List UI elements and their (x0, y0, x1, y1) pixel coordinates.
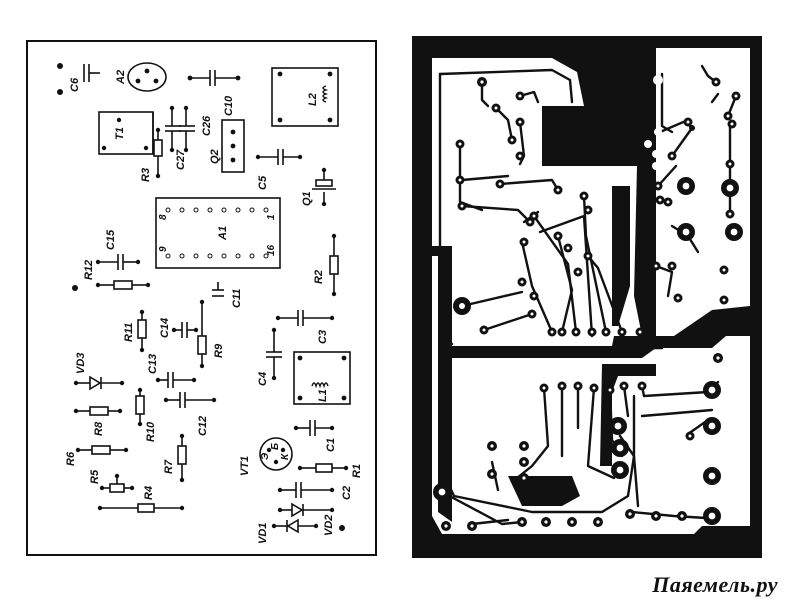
label-c1: C1 (325, 438, 337, 452)
r3-resistor (153, 130, 163, 176)
l2-coil (271, 67, 339, 127)
label-q1: Q1 (301, 191, 313, 206)
c10-capacitor (190, 70, 238, 86)
q2-crystal (221, 119, 245, 173)
label-c10: C10 (223, 95, 235, 116)
r9-resistor (197, 302, 207, 366)
vd3-diode (76, 375, 122, 391)
pcb-pads (433, 77, 743, 531)
r6-resistor (78, 445, 126, 455)
label-r10: R10 (145, 421, 157, 442)
r12-resistor (98, 280, 148, 290)
l1-coil (293, 351, 351, 405)
label-vt1: VT1 (239, 456, 251, 476)
pcb-pads-on-copper (644, 55, 737, 170)
vt1-transistor (259, 437, 293, 471)
c26-capacitor (179, 108, 195, 150)
label-q2: Q2 (209, 149, 221, 164)
r10-resistor (135, 390, 145, 424)
c11-capacitor (212, 282, 224, 297)
c2-capacitor (280, 482, 332, 498)
r11-resistor (137, 312, 147, 350)
vd2-diode (280, 502, 332, 518)
r2-resistor (329, 236, 339, 294)
pcb-copper-islands (438, 110, 656, 522)
label-c11: C11 (231, 289, 243, 308)
label-c3: C3 (317, 330, 329, 344)
c1-capacitor (296, 420, 332, 436)
r1-resistor (300, 463, 346, 473)
label-r8: R8 (93, 421, 105, 436)
a1-pin-1: 1 (266, 214, 277, 220)
label-c13: C13 (147, 354, 159, 374)
label-c15: C15 (105, 229, 117, 250)
c3-capacitor (278, 310, 332, 326)
a1-pin-16: 16 (266, 244, 277, 256)
a1-pin-8: 8 (158, 214, 169, 220)
a2-component (127, 62, 167, 92)
c15-capacitor (98, 254, 138, 270)
vt1-pin-k: К (280, 453, 291, 460)
vt1-pin-b: Б (270, 443, 281, 450)
c4-capacitor (266, 330, 282, 378)
label-c4: C4 (257, 372, 269, 386)
label-c12: C12 (197, 416, 209, 436)
label-r6: R6 (65, 451, 77, 466)
label-r1: R1 (351, 464, 363, 478)
label-a1: A1 (217, 226, 229, 241)
label-r3: R3 (140, 168, 152, 182)
board-outline (26, 40, 377, 556)
c14-capacitor (174, 322, 196, 338)
c5-capacitor (258, 149, 300, 165)
label-r9: R9 (213, 343, 225, 358)
r5-resistor (102, 476, 132, 493)
label-r7: R7 (163, 459, 175, 474)
component-layout: C6 A2 C10 L2 T1 C27 C26 R3 Q2 C5 Q1 C15 … (26, 40, 377, 556)
r7-resistor (177, 436, 187, 480)
label-c2: C2 (341, 486, 353, 500)
q1-crystal (312, 170, 336, 204)
watermark: Паяемель.ру (652, 572, 778, 597)
r8-resistor (76, 406, 120, 416)
label-t1: T1 (114, 127, 126, 140)
c13-capacitor (158, 372, 194, 388)
c6-capacitor (83, 64, 100, 82)
pcb-isolation-areas (432, 48, 750, 534)
a1-pin-holes (165, 207, 269, 259)
label-l2: L2 (307, 93, 319, 106)
a1-chip (155, 197, 281, 269)
label-c26: C26 (201, 115, 213, 136)
vd1-diode (274, 518, 316, 534)
pcb-copper-layout (412, 36, 762, 558)
label-c6: C6 (69, 77, 81, 92)
label-r11: R11 (123, 323, 135, 342)
label-r12: R12 (83, 260, 95, 280)
label-a2: A2 (115, 70, 127, 85)
r4-resistor (100, 503, 182, 513)
label-c5: C5 (257, 175, 269, 190)
label-r4: R4 (143, 486, 155, 500)
label-l1: L1 (317, 389, 329, 402)
c27-capacitor (165, 108, 181, 150)
label-vd2: VD2 (323, 515, 335, 536)
label-c14: C14 (159, 318, 171, 338)
label-vd3: VD3 (75, 353, 87, 374)
mounting-pads (57, 63, 349, 531)
vt1-pin-e: Э (260, 452, 271, 460)
label-vd1: VD1 (257, 523, 269, 544)
label-c27: C27 (175, 149, 187, 170)
label-r2: R2 (313, 270, 325, 284)
c12-capacitor (166, 392, 214, 408)
t1-transformer (98, 111, 154, 155)
a1-pin-9: 9 (158, 246, 169, 252)
label-r5: R5 (89, 469, 101, 484)
